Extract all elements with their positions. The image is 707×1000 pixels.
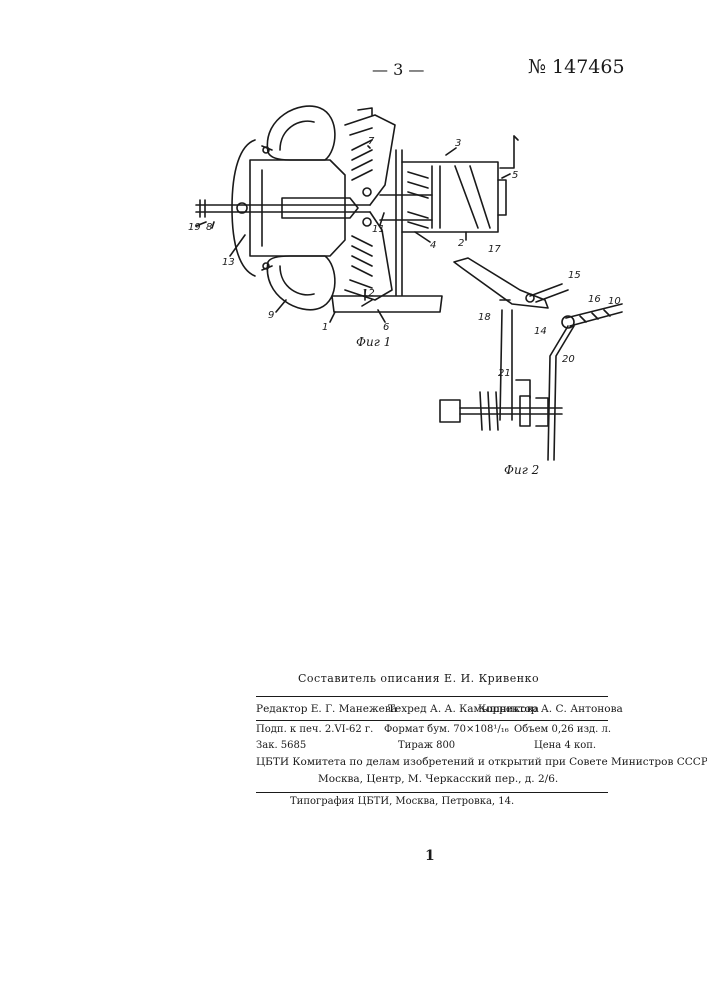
fig2-label: 14 <box>534 326 547 337</box>
fig1-label: 8 <box>206 222 212 233</box>
fig1-label: 6 <box>383 322 389 333</box>
fig1-label: 5 <box>512 170 518 181</box>
fig2-label: 18 <box>478 312 491 323</box>
print-run: Тираж 800 <box>398 740 455 751</box>
corrector: Корректор А. С. Антонова <box>478 703 623 715</box>
fig1-label: 9 <box>268 310 274 321</box>
fig2-label: 17 <box>488 244 501 255</box>
fig2-label: 20 <box>562 354 575 365</box>
imprint-mid-rule <box>256 720 608 721</box>
printshop: Типография ЦБТИ, Москва, Петровка, 14. <box>290 796 514 807</box>
imprint-bottom-rule <box>256 792 608 793</box>
fig1-label: 19 <box>188 222 201 233</box>
fig2-label: 15 <box>568 270 581 281</box>
editor: Редактор Е. Г. Манежева <box>256 703 397 715</box>
fig2-label: 21 <box>498 368 511 379</box>
fig1-label: 13 <box>222 257 235 268</box>
fig2-drawing <box>440 258 622 460</box>
fig1-caption: Фиг 1 <box>356 335 391 349</box>
order-number: Зак. 5685 <box>256 740 306 751</box>
price: Цена 4 коп. <box>534 740 596 751</box>
fig1-label: 2 <box>458 238 464 249</box>
fig2-label: 10 <box>608 296 621 307</box>
compiler-line: Составитель описания Е. И. Кривенко <box>298 672 539 685</box>
volume: Объем 0,26 изд. л. <box>514 724 611 735</box>
fig1-drawing <box>196 106 518 322</box>
fig1-label: 3 <box>455 138 461 149</box>
paper-format: Формат бум. 70×108¹/₁₆ <box>384 724 509 735</box>
fig2-label: 16 <box>588 294 601 305</box>
fig2-caption: Фиг 2 <box>504 463 539 477</box>
fig1-label: 12 <box>362 288 375 299</box>
signed-date: Подп. к печ. 2.VI-62 г. <box>256 724 373 735</box>
imprint-top-rule <box>256 696 608 697</box>
footer-mark: 1 <box>425 848 435 864</box>
fig1-label: 7 <box>368 136 375 147</box>
fig1-label: 4 <box>430 240 436 251</box>
fig1-label: 1 <box>322 322 328 333</box>
fig1-label: 11 <box>372 224 385 235</box>
address: Москва, Центр, М. Черкасский пер., д. 2/… <box>318 773 558 785</box>
fig1-labels: 19 8 13 9 1 12 6 7 3 5 11 4 2 Фиг 1 <box>188 136 518 349</box>
institute: ЦБТИ Комитета по делам изобретений и отк… <box>256 756 707 768</box>
